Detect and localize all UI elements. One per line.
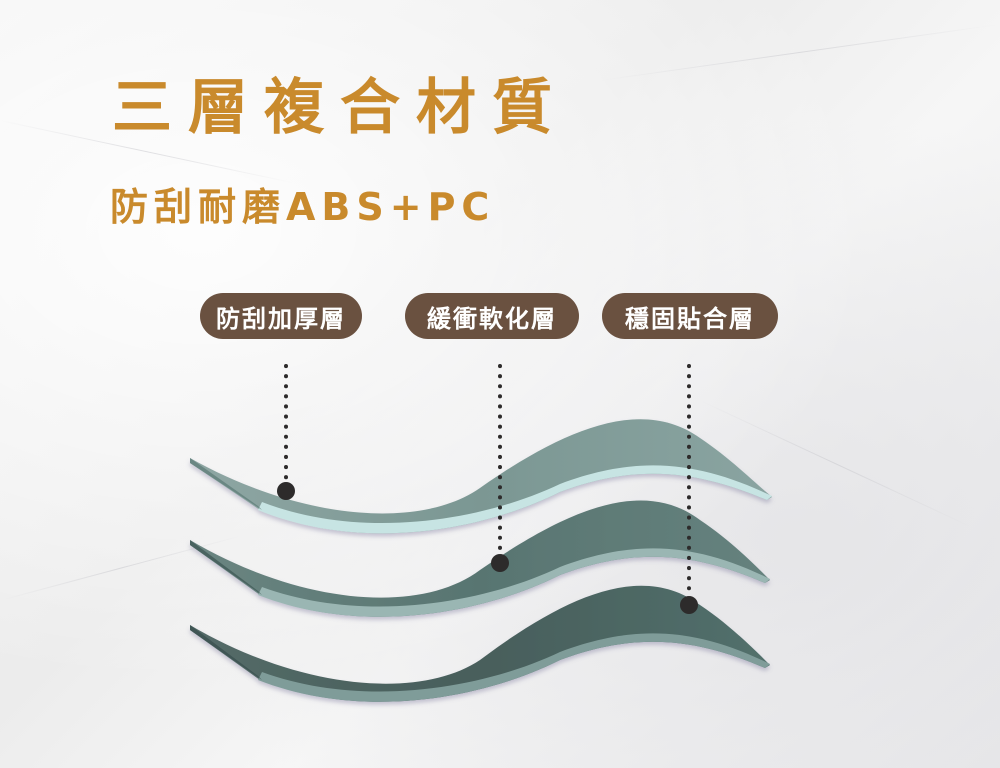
wave-layer-3 <box>190 585 770 702</box>
layer-label-cushion: 緩衝軟化層 <box>405 293 579 339</box>
pointer-cushion <box>491 364 509 572</box>
wave-layer-2 <box>190 500 770 617</box>
pointer-adhesion <box>680 364 698 614</box>
main-title: 三層複合材質 <box>112 73 568 143</box>
pointer-scratch-resistant <box>277 364 295 500</box>
wave-layer-1 <box>190 419 772 534</box>
layer-label-scratch-resistant: 防刮加厚層 <box>200 293 362 339</box>
layer-label-adhesion: 穩固貼合層 <box>602 293 778 339</box>
material-subtitle: 防刮耐磨ABS+PC <box>110 185 496 229</box>
